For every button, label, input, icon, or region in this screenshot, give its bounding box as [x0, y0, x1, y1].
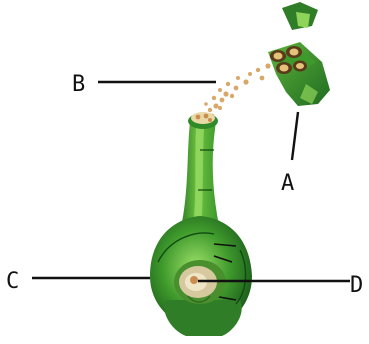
stamen-anther-icon [268, 2, 330, 106]
label-b: B [72, 72, 85, 97]
label-c: C [6, 269, 19, 294]
leader-line-a [292, 112, 298, 160]
pollen-grains-icon [204, 63, 270, 118]
label-a: A [281, 171, 294, 196]
label-d: D [350, 273, 363, 298]
